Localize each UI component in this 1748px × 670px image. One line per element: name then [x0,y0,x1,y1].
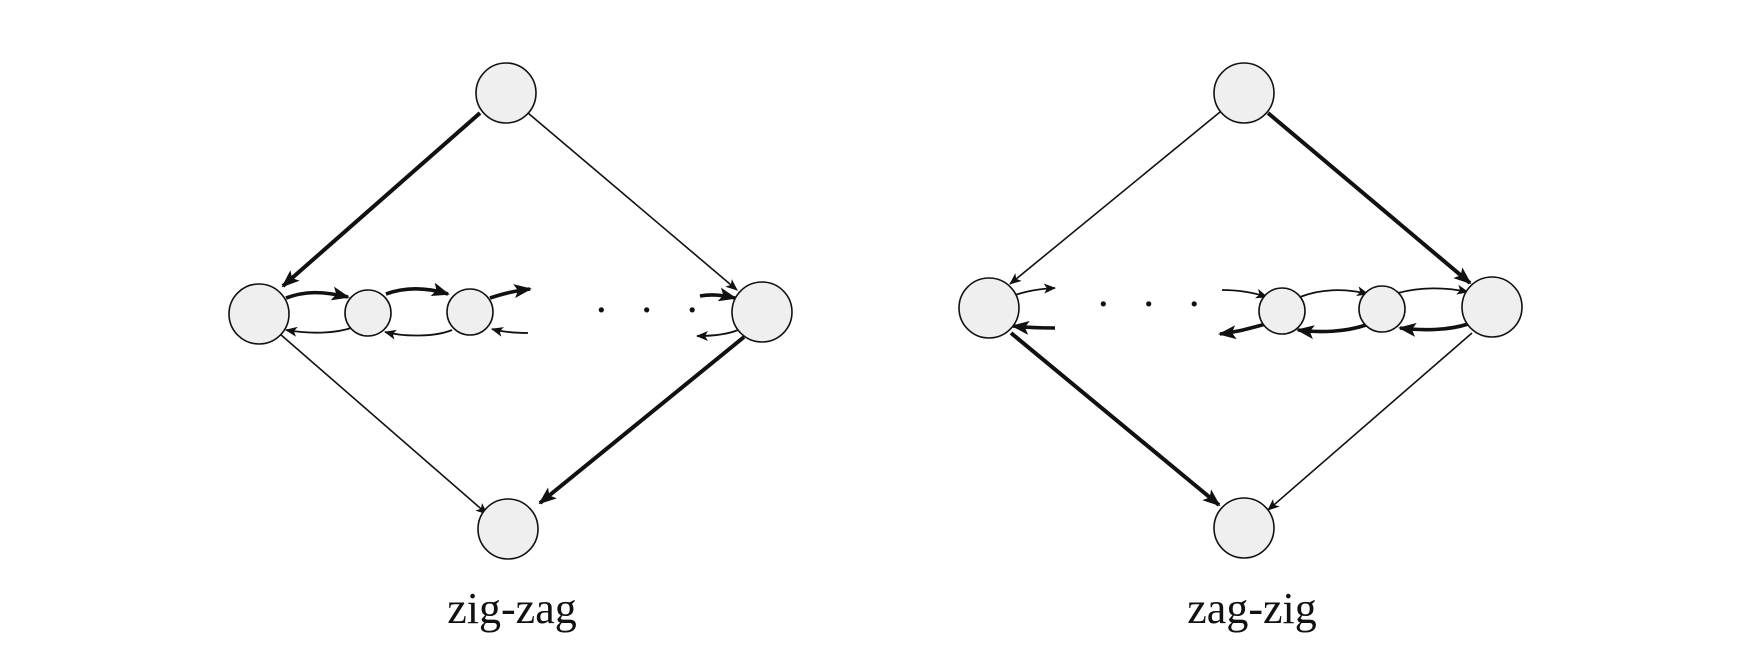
chain-backward-arrow-2 [1218,322,1267,340]
edge-top-to-right-thick [1266,111,1472,285]
ellipsis: · · · [595,288,709,334]
chain-backward-arrow-1 [1011,320,1056,335]
caption-zig-zag: zig-zag [447,584,576,633]
edge-top-to-left-thin [1009,111,1221,285]
edge-left-to-bottom-thick [1009,331,1221,507]
chain-forward-arrow-3 [489,284,532,300]
node-chain-2 [1358,285,1406,333]
node-chain-1 [344,289,392,337]
node-chain-2 [446,288,494,336]
chain-forward-arrow-2 [385,282,450,297]
caption-zag-zig: zag-zig [1187,584,1316,633]
chain-forward-arrow-2 [1221,288,1268,299]
edge-right-to-bottom-thick [538,335,746,505]
edge-top-to-left-thick [281,111,482,288]
edge-right-to-bottom-thin [1267,332,1473,511]
node-left [228,283,290,345]
node-top [1213,62,1275,124]
zig-zag-diagram: · · · zig-zag [228,62,793,633]
chain-backward-arrow-4 [1398,322,1469,337]
chain-backward-arrow-1 [285,326,355,337]
node-bottom [1213,497,1275,559]
chain-backward-arrow-2 [384,329,453,340]
chain-forward-arrow-3 [1299,286,1369,298]
edge-left-to-bottom-thin [279,333,488,515]
chain-forward-arrow-4 [699,287,737,302]
zag-zig-diagram: · · · zag-zig [958,62,1523,633]
chain-backward-arrow-3 [491,327,529,337]
chain-backward-arrow-4 [696,329,739,341]
ellipsis: · · · [1097,282,1211,328]
node-right [731,281,793,343]
chain-forward-arrow-4 [1397,284,1469,295]
node-bottom [477,498,539,560]
chain-backward-arrow-3 [1296,323,1367,340]
node-right [1461,276,1523,338]
chain-forward-arrow-1 [285,286,350,301]
edge-top-to-right-thin [527,112,738,291]
node-top [475,62,537,124]
node-chain-1 [1258,287,1306,335]
node-left [958,277,1020,339]
